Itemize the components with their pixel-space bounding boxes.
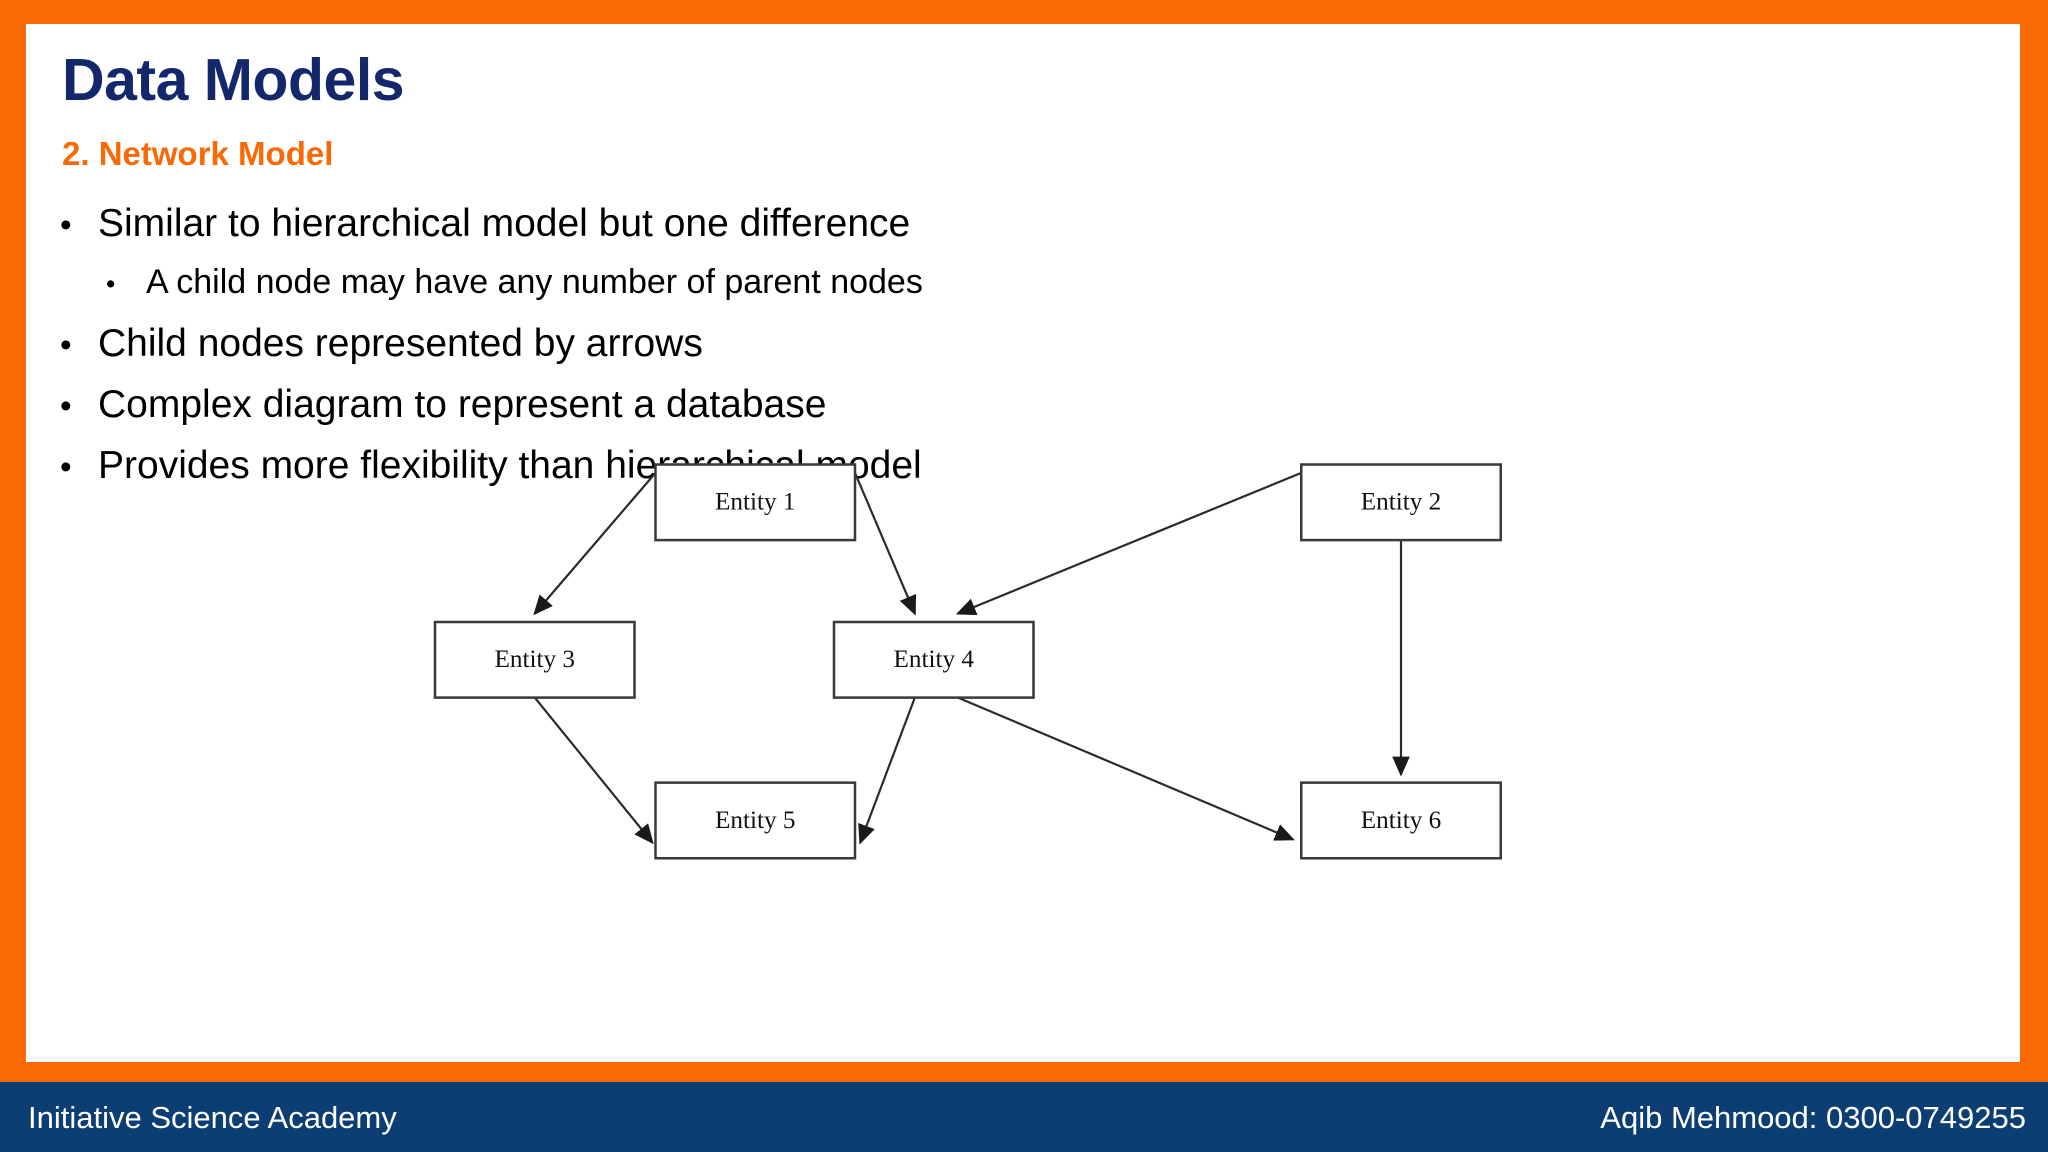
page-title: Data Models	[62, 47, 405, 113]
node-label: Entity 3	[495, 646, 575, 673]
bullet-point-icon: •	[106, 269, 116, 299]
list-item-label: A child node may have any number of pare…	[146, 263, 923, 301]
node-label: Entity 4	[894, 646, 975, 673]
bullet-point-icon: •	[60, 388, 72, 425]
list-item-label: Complex diagram to represent a database	[98, 383, 827, 426]
node-label: Entity 1	[715, 489, 795, 516]
node-entity-5: Entity 5	[654, 781, 857, 860]
footer-organization: Initiative Science Academy	[28, 1099, 397, 1135]
edge-entity4-entity6	[957, 696, 1295, 841]
section-subtitle: 2. Network Model	[62, 135, 334, 172]
slide-content-area: Data Models 2. Network Model • Similar t…	[26, 24, 2020, 1062]
edge-entity4-entity5	[858, 697, 916, 845]
list-item: • A child node may have any number of pa…	[26, 263, 2020, 322]
list-item: • Complex diagram to represent a databas…	[26, 383, 2020, 444]
edge-entity2-entity4	[955, 471, 1302, 616]
list-item: • Similar to hierarchical model but one …	[26, 202, 2020, 263]
node-entity-1: Entity 1	[654, 463, 857, 542]
bullet-point-icon: •	[60, 327, 72, 364]
node-entity-2: Entity 2	[1299, 463, 1503, 542]
edge-entity3-entity5	[533, 696, 654, 845]
node-label: Entity 6	[1361, 807, 1441, 834]
list-item: • Child nodes represented by arrows	[26, 322, 2020, 383]
bullet-point-icon: •	[60, 207, 72, 244]
footer-contact: Aqib Mehmood: 0300-0749255	[1600, 1099, 2026, 1135]
node-label: Entity 2	[1361, 489, 1441, 516]
list-item-label: Child nodes represented by arrows	[98, 322, 703, 365]
diagram-nodes: Entity 1 Entity 2 Entity 3 Entity 4	[433, 463, 1503, 860]
node-entity-4: Entity 4	[832, 620, 1035, 699]
bullet-point-icon: •	[60, 449, 72, 486]
node-label: Entity 5	[715, 807, 795, 834]
network-diagram-svg: Entity 1 Entity 2 Entity 3 Entity 4	[433, 463, 1503, 860]
node-entity-6: Entity 6	[1299, 781, 1503, 860]
edge-entity1-entity3	[533, 472, 657, 616]
node-entity-3: Entity 3	[433, 620, 636, 699]
slide-footer: Initiative Science Academy Aqib Mehmood:…	[0, 1082, 2048, 1152]
network-model-diagram: Entity 1 Entity 2 Entity 3 Entity 4	[356, 454, 1606, 874]
diagram-edges	[533, 471, 1410, 845]
list-item-label: Similar to hierarchical model but one di…	[98, 202, 911, 245]
edge-entity1-entity4	[853, 472, 917, 616]
